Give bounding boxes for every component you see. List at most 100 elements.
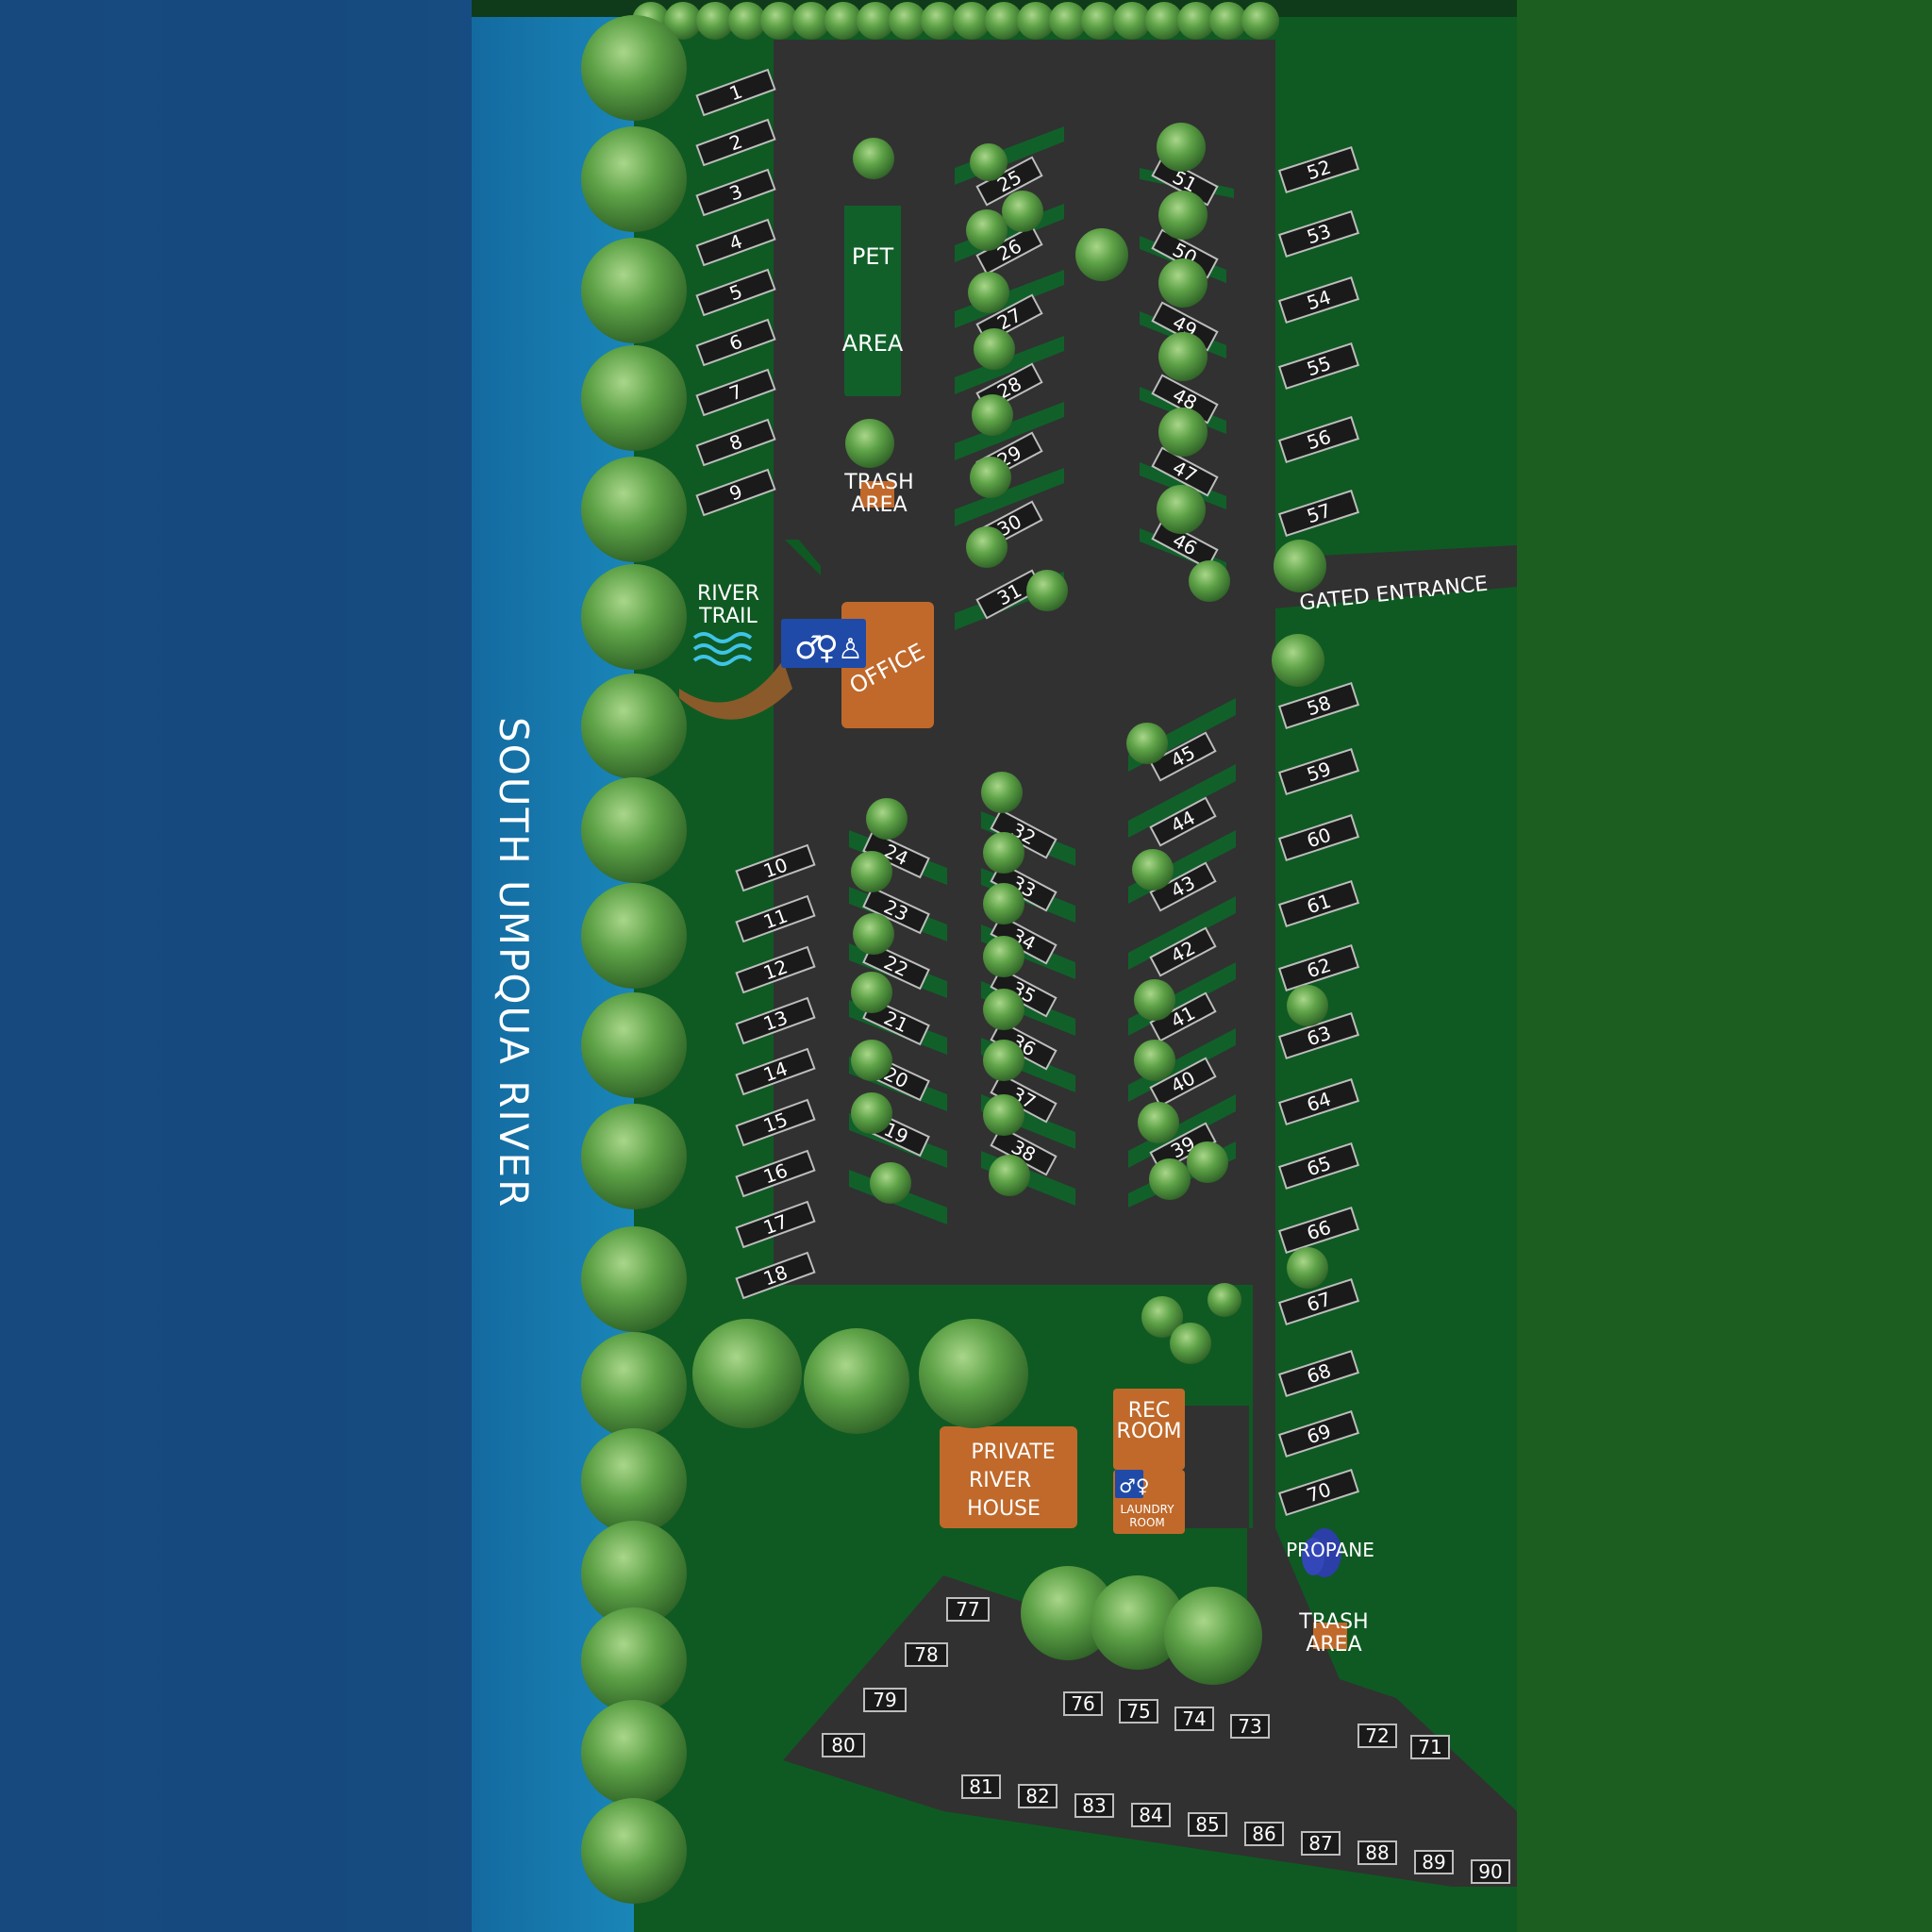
tree <box>1208 1283 1241 1317</box>
site-number-86: 86 <box>1252 1823 1275 1845</box>
tree <box>696 2 734 40</box>
tree <box>581 777 687 883</box>
site-number-89: 89 <box>1422 1851 1445 1874</box>
tree <box>760 2 798 40</box>
site-pad-70 <box>1277 1468 1360 1517</box>
tree <box>853 913 894 955</box>
propane-tank-icon <box>1302 1528 1341 1577</box>
site-pad-10 <box>735 843 816 892</box>
tree <box>970 457 1011 498</box>
site-number-74: 74 <box>1182 1707 1206 1730</box>
tree <box>581 883 687 989</box>
tree <box>989 1155 1030 1196</box>
tree <box>851 851 892 892</box>
tree <box>1158 332 1208 381</box>
site-pad-63 <box>1277 1011 1360 1060</box>
site-pad-62 <box>1277 943 1360 992</box>
site-pad-23 <box>862 886 930 935</box>
tree <box>1026 570 1068 611</box>
tree <box>851 1092 892 1134</box>
tree <box>853 138 894 179</box>
tree <box>953 2 991 40</box>
site-pad-75 <box>1119 1699 1158 1724</box>
site-number-73: 73 <box>1238 1715 1261 1738</box>
tree <box>1002 191 1043 232</box>
tree <box>1241 2 1279 40</box>
site-pad-72 <box>1357 1724 1397 1748</box>
tree <box>1091 1575 1185 1670</box>
tree <box>581 1428 687 1534</box>
site-pad-52 <box>1277 145 1360 194</box>
tree <box>870 1162 911 1204</box>
tree <box>845 419 894 468</box>
site-number-84: 84 <box>1139 1804 1162 1826</box>
tree <box>581 1521 687 1626</box>
site-pad-64 <box>1277 1077 1360 1126</box>
site-pad-78 <box>905 1642 948 1667</box>
tree <box>970 143 1008 181</box>
site-pad-13 <box>735 996 816 1045</box>
private-river-house-label-3: HOUSE <box>967 1497 1041 1521</box>
restroom-men-icon: ♂ <box>794 629 823 667</box>
site-pad-42 <box>1149 926 1217 977</box>
site-pad-61 <box>1277 879 1360 928</box>
tree <box>851 1040 892 1081</box>
site-pad-59 <box>1277 747 1360 796</box>
tree <box>1164 1587 1262 1685</box>
site-pad-40 <box>1149 1057 1217 1108</box>
tree <box>581 1798 687 1904</box>
site-pad-9 <box>695 468 776 517</box>
pet-area-label: PET <box>852 243 894 270</box>
tree <box>581 126 687 232</box>
site-pad-79 <box>863 1688 907 1712</box>
rec-room-building <box>1113 1389 1185 1470</box>
site-pad-76 <box>1063 1691 1103 1716</box>
family-restroom-icon: ♙ <box>838 633 863 666</box>
site-pad-11 <box>735 894 816 943</box>
pet-area <box>844 206 901 394</box>
tree <box>857 2 894 40</box>
site-pad-60 <box>1277 813 1360 862</box>
site-pad-47 <box>1151 446 1219 497</box>
site-pad-87 <box>1301 1831 1341 1856</box>
tree <box>983 1040 1024 1081</box>
site-pad-57 <box>1277 489 1360 538</box>
site-pad-43 <box>1149 861 1217 912</box>
tree <box>983 989 1024 1030</box>
trash-bin-1 <box>860 481 894 508</box>
tree <box>1157 123 1206 172</box>
private-river-house <box>940 1426 1077 1528</box>
site-pad-41 <box>1149 991 1217 1042</box>
tree <box>1158 258 1208 308</box>
tree <box>966 526 1008 568</box>
private-river-house-label: PRIVATE <box>971 1441 1055 1464</box>
tree <box>1187 1141 1228 1183</box>
site-pad-83 <box>1074 1793 1114 1818</box>
trash-area-2-label: TRASH <box>1298 1610 1368 1634</box>
tree <box>581 1607 687 1713</box>
tree <box>1287 985 1328 1026</box>
tree <box>968 272 1009 313</box>
river-trail-path <box>679 660 792 720</box>
site-pad-46 <box>1151 519 1219 570</box>
site-pad-15 <box>735 1098 816 1147</box>
site-pad-77 <box>946 1597 990 1622</box>
tree <box>983 832 1024 874</box>
site-pad-66 <box>1277 1206 1360 1255</box>
site-number-81: 81 <box>969 1775 992 1798</box>
tree <box>581 15 687 121</box>
site-pad-45 <box>1149 731 1217 782</box>
restroom-women-icon: ♀ <box>815 629 839 667</box>
trash-area-label-2: AREA <box>851 493 907 517</box>
tree <box>581 345 687 451</box>
tree <box>919 1319 1028 1428</box>
tree <box>1158 408 1208 457</box>
trash-area-2-label-2: AREA <box>1306 1633 1361 1657</box>
site-pad-65 <box>1277 1141 1360 1191</box>
tree <box>983 936 1024 977</box>
site-pad-56 <box>1277 415 1360 464</box>
site-pad-6 <box>695 318 776 367</box>
tree <box>824 2 862 40</box>
site-pad-67 <box>1277 1277 1360 1326</box>
